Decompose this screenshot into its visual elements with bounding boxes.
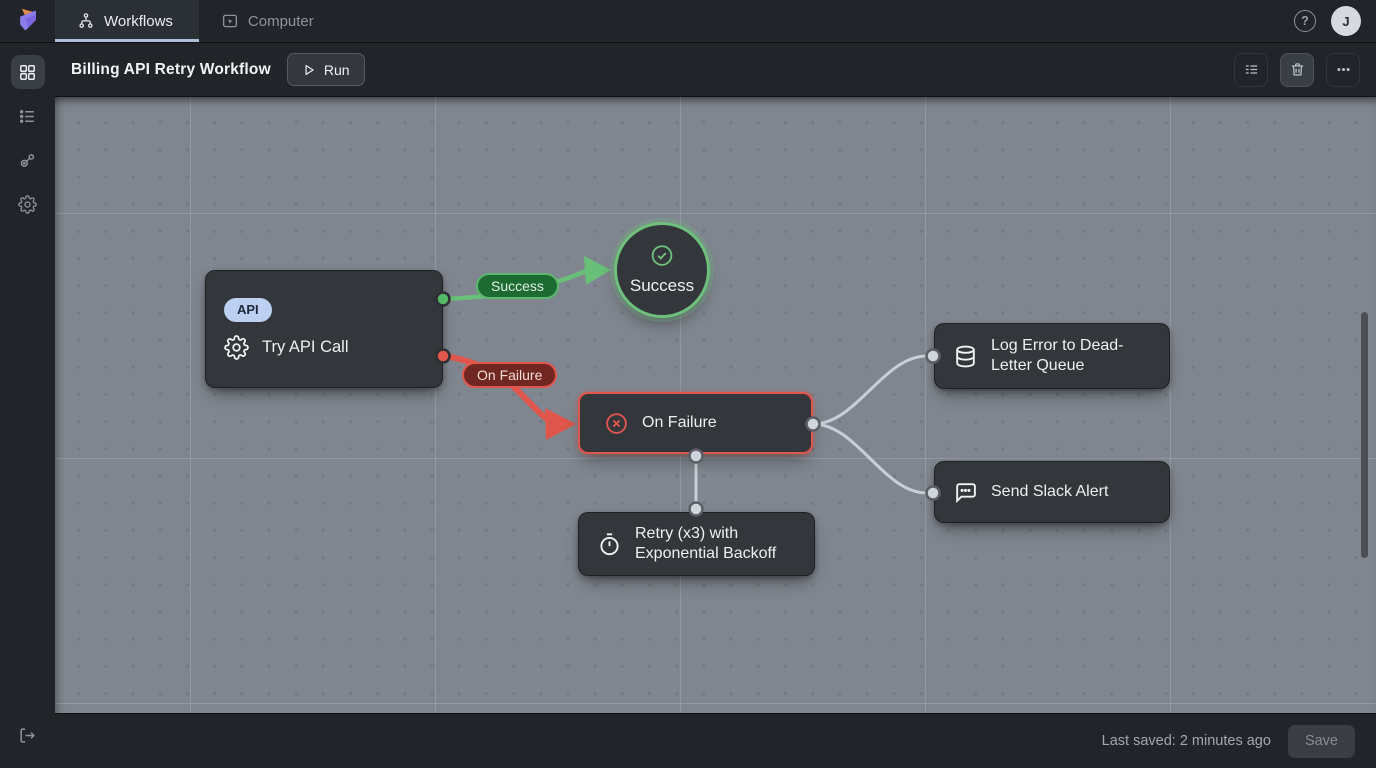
timer-icon (600, 532, 619, 555)
ellipsis-icon (1336, 67, 1350, 72)
edge-failure-arrowhead (545, 408, 576, 440)
computer-icon (222, 14, 237, 28)
workflow-toolbar: Billing API Retry Workflow Run (55, 43, 1376, 97)
table-rows-icon (1245, 65, 1257, 74)
page-title: Billing API Retry Workflow (71, 60, 271, 78)
edge-success-arrowhead (584, 256, 611, 285)
node-retry[interactable]: Retry (x3) with Exponential Backoff (578, 512, 815, 576)
node-label: Success (629, 276, 695, 296)
app-logo[interactable] (0, 0, 55, 42)
check-circle-icon (651, 245, 673, 266)
api-badge: API (224, 297, 272, 323)
nodes-icon (20, 153, 35, 167)
last-saved-text: Last saved: 2 minutes ago (1101, 733, 1271, 749)
help-glyph: ? (1301, 14, 1309, 28)
workflow-canvas[interactable]: API Try API Call Success (55, 97, 1376, 713)
x-circle-icon (606, 412, 627, 434)
edge-label-on-failure[interactable]: On Failure (462, 362, 558, 388)
node-label: On Failure (642, 413, 717, 431)
more-options-button[interactable] (1326, 52, 1360, 87)
trash-icon (1291, 63, 1303, 76)
run-button-label: Run (323, 61, 350, 78)
sidebar (0, 43, 55, 768)
node-label: Log Error to Dead-Letter Queue (991, 336, 1124, 374)
topbar-spacer (340, 0, 1294, 42)
avatar-initial: J (1342, 13, 1350, 29)
help-icon[interactable]: ? (1294, 10, 1316, 32)
tab-computer[interactable]: Computer (199, 0, 340, 42)
canvas-scrollbar[interactable] (1361, 312, 1368, 558)
tab-computer-label: Computer (247, 12, 314, 30)
node-success[interactable]: Success (614, 222, 710, 318)
main-area: Billing API Retry Workflow Run (0, 43, 1376, 768)
sidebar-item-list[interactable] (11, 99, 45, 133)
node-label: Send Slack Alert (991, 482, 1109, 500)
node-on-failure[interactable]: On Failure (578, 392, 813, 454)
sidebar-item-nodes[interactable] (11, 143, 45, 177)
gear-icon (224, 335, 249, 361)
run-button[interactable]: Run (286, 53, 365, 86)
sidebar-logout[interactable] (11, 718, 45, 752)
node-send-slack[interactable]: Send Slack Alert (934, 461, 1170, 523)
sidebar-item-dashboard[interactable] (10, 55, 45, 89)
edge-to-log-error (811, 354, 929, 426)
gear-icon (18, 194, 37, 214)
edge-to-slack (811, 422, 929, 495)
tab-workflows[interactable]: Workflows (55, 0, 199, 42)
logout-icon (20, 727, 35, 743)
workflow-icon (79, 13, 93, 28)
delete-button[interactable] (1280, 52, 1314, 87)
sidebar-item-settings[interactable] (11, 187, 45, 221)
grid-icon (20, 64, 35, 80)
active-tab-underline (55, 39, 199, 42)
tab-workflows-label: Workflows (104, 12, 173, 30)
edge-label-success[interactable]: Success (476, 273, 559, 299)
node-log-error[interactable]: Log Error to Dead-Letter Queue (934, 323, 1170, 389)
save-button[interactable]: Save (1287, 724, 1355, 758)
topbar-right: ? J (1294, 0, 1376, 42)
database-icon (956, 345, 975, 367)
topbar: Workflows Computer ? J (0, 0, 1376, 43)
statusbar: Last saved: 2 minutes ago Save (55, 713, 1376, 768)
node-row: Try API Call (224, 335, 349, 361)
play-icon (305, 64, 314, 75)
logo-icon (19, 8, 36, 31)
list-icon (19, 109, 34, 123)
chat-bubble-icon (956, 482, 976, 503)
node-try-api-call[interactable]: API Try API Call (205, 270, 443, 388)
content-column: Billing API Retry Workflow Run (55, 43, 1376, 768)
node-label: Retry (x3) with Exponential Backoff (635, 524, 777, 562)
table-view-button[interactable] (1234, 52, 1268, 87)
node-label: Try API Call (262, 338, 349, 357)
avatar[interactable]: J (1331, 6, 1361, 36)
